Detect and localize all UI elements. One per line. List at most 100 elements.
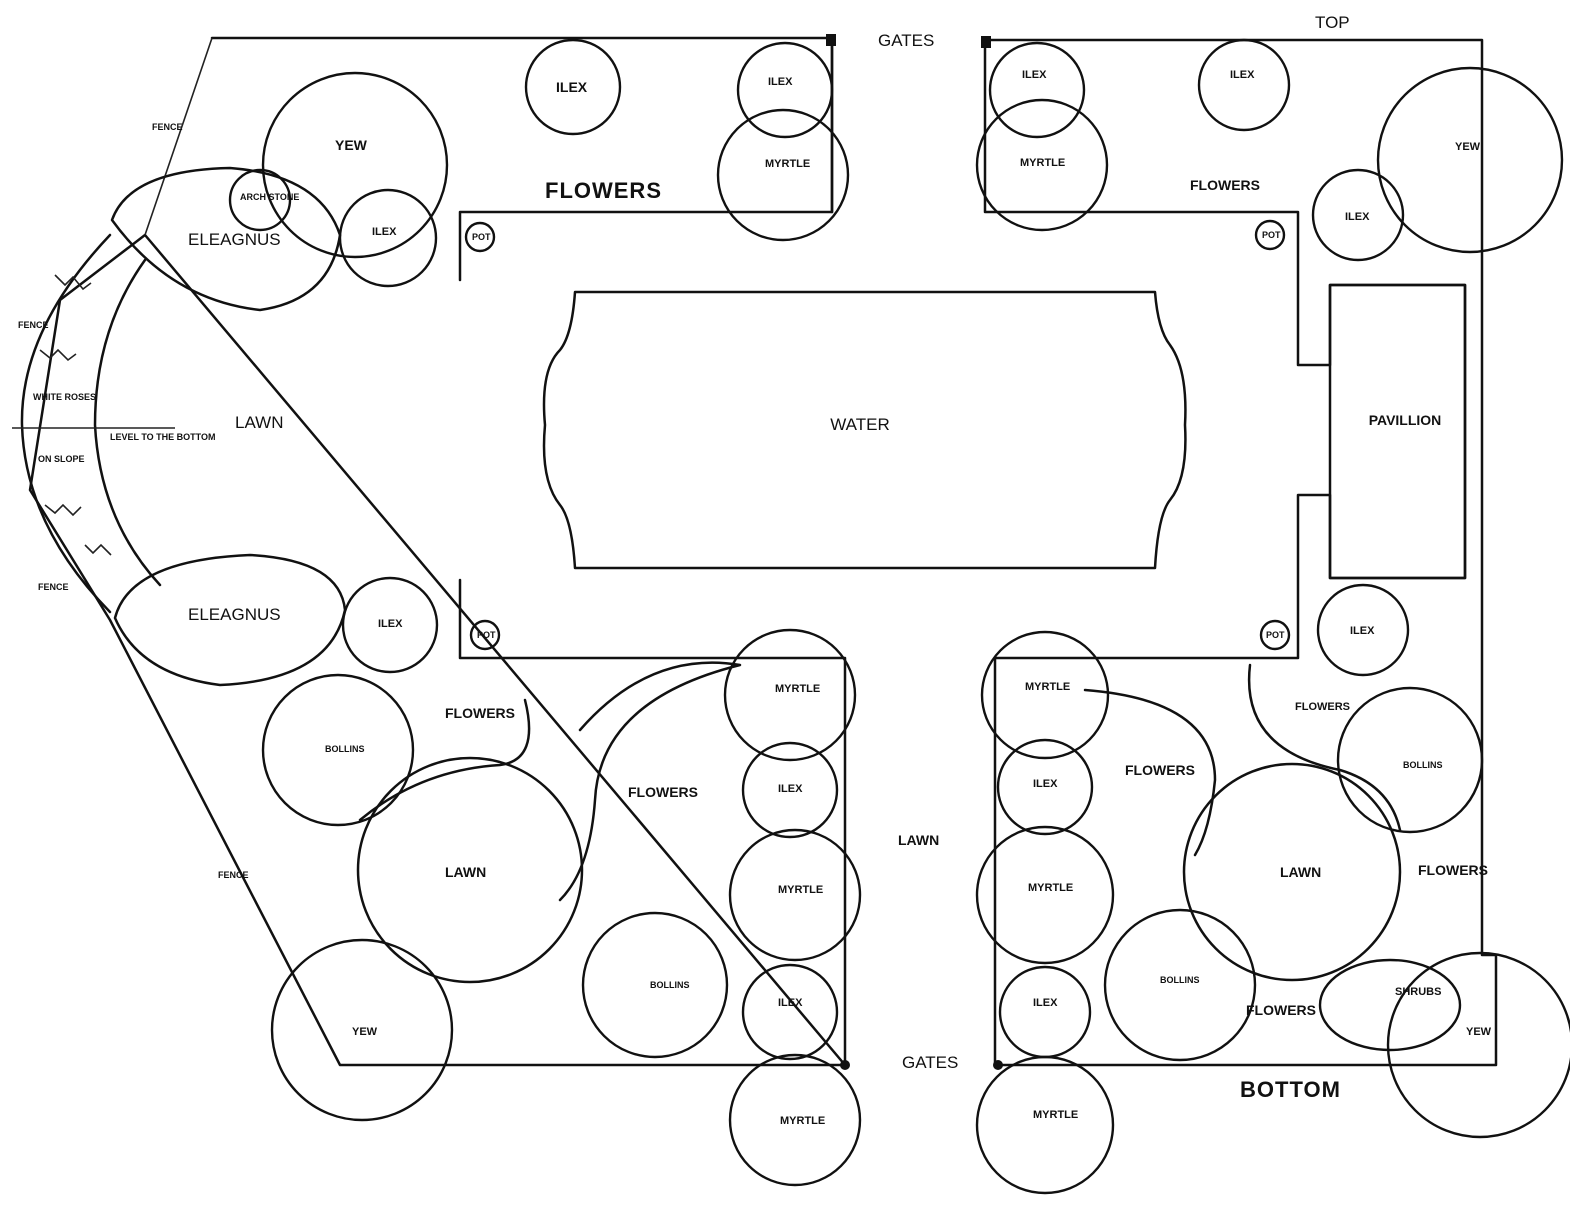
pavilion-label: PAVILLION (1369, 412, 1442, 428)
bottom-label: BOTTOM (1240, 1077, 1341, 1102)
ilex-label-1: ILEX (556, 79, 588, 95)
myrtle-6 (980, 630, 1110, 760)
lawn-br-label: LAWN (1280, 864, 1321, 880)
yew-tl-label: YEW (335, 137, 368, 153)
pot-label-1: POT (472, 232, 491, 242)
water-pool: WATER (542, 290, 1187, 570)
arch-stone (228, 168, 292, 232)
myrtle-5 (728, 1053, 862, 1187)
fence-label-3: FENCE (38, 582, 69, 592)
ilex-label-2: ILEX (768, 76, 793, 88)
ilex-label-7: ILEX (378, 618, 403, 630)
yew-bottom-left (270, 938, 454, 1122)
ilex-3 (338, 188, 438, 288)
ilex-label-12: ILEX (1033, 997, 1058, 1009)
water-label: WATER (830, 415, 890, 434)
ilex-9 (741, 741, 839, 839)
shrub-label-1: BOLLINS (325, 744, 365, 754)
shrubs-clump (1318, 958, 1462, 1052)
myrtle-4 (728, 828, 862, 962)
myrtle-label-7: MYRTLE (1028, 882, 1073, 894)
ilex-2 (736, 41, 834, 139)
flowers-top-left-label: FLOWERS (545, 178, 662, 203)
flowers-br1-label: FLOWERS (1125, 762, 1195, 778)
ilex-label-3: ILEX (372, 226, 397, 238)
gate-post-top-left (826, 34, 836, 46)
myrtle-label-1: MYRTLE (765, 158, 810, 170)
myrtle-label-5: MYRTLE (780, 1115, 825, 1127)
pot-top-right (1254, 219, 1286, 251)
flowers-br3-label: FLOWERS (1418, 862, 1488, 878)
yew-tr-label: YEW (1455, 141, 1481, 153)
shrub-label-2: BOLLINS (650, 980, 690, 990)
arch-stone-label: ARCH STONE (240, 192, 299, 202)
fence-label-1: FENCE (152, 122, 183, 132)
pot-label-2: POT (1262, 230, 1281, 240)
ilex-label-10: ILEX (778, 997, 803, 1009)
flowers-br2-label: FLOWERS (1295, 701, 1350, 713)
pot-label-3: POT (477, 630, 496, 640)
yew-top-right (1376, 66, 1564, 254)
rose-slope-path (12, 233, 175, 614)
yew-bottom-right (1386, 951, 1570, 1139)
ilex-label-9: ILEX (778, 783, 803, 795)
ilex-8 (1316, 583, 1410, 677)
gate-post-top-right (981, 36, 991, 48)
yew-br-label: YEW (1466, 1026, 1492, 1038)
gate-post-bottom-left (840, 1060, 850, 1070)
ilex-label-6: ILEX (1345, 211, 1370, 223)
shrub-1 (261, 673, 415, 827)
labels-layer: TOP BOTTOM GATES GATES FLOWERS FLOWERS F… (18, 13, 1492, 1127)
lawn-bl-label: LAWN (445, 864, 486, 880)
pot-bottom-right (1259, 619, 1291, 651)
ilex-label-4: ILEX (1022, 69, 1047, 81)
myrtle-label-8: MYRTLE (1033, 1109, 1078, 1121)
myrtle-label-4: MYRTLE (778, 884, 823, 896)
shrub-4 (1103, 908, 1257, 1062)
ilex-1 (524, 38, 622, 136)
pavilion: PAVILLION (1328, 283, 1467, 580)
flowers-bl1-label: FLOWERS (445, 705, 515, 721)
white-roses-label: WHITE ROSES (33, 392, 96, 402)
shrub-label-3: BOLLINS (1403, 760, 1443, 770)
lawn-beds (356, 661, 1402, 984)
eleagnus-bottom-label: ELEAGNUS (188, 605, 281, 624)
shrub-2 (581, 911, 729, 1059)
ilex-10 (741, 963, 839, 1061)
eleagnus-top-label: ELEAGNUS (188, 230, 281, 249)
lawn-left-label: LAWN (235, 413, 284, 432)
flowers-br4-label: FLOWERS (1246, 1002, 1316, 1018)
ilex-4 (988, 41, 1086, 139)
yew-top-left (261, 71, 449, 259)
ilex-label-5: ILEX (1230, 69, 1255, 81)
myrtle-7 (975, 825, 1115, 965)
myrtle-2 (975, 98, 1109, 232)
shrub-label-4: BOLLINS (1160, 975, 1200, 985)
fence-label-4: FENCE (218, 870, 249, 880)
ilex-11 (996, 738, 1094, 836)
pot-bottom-left (469, 619, 501, 651)
ilex-7 (341, 576, 439, 674)
gate-post-bottom-right (993, 1060, 1003, 1070)
plants-layer (228, 34, 1570, 1195)
myrtle-3 (723, 628, 857, 762)
gates-bottom-label: GATES (902, 1053, 958, 1072)
myrtle-label-3: MYRTLE (775, 683, 820, 695)
myrtle-8 (975, 1055, 1115, 1195)
pot-label-4: POT (1266, 630, 1285, 640)
gates-top-label: GATES (878, 31, 934, 50)
ilex-5 (1197, 38, 1291, 132)
fence-label-2: FENCE (18, 320, 49, 330)
myrtle-label-2: MYRTLE (1020, 157, 1065, 169)
myrtle-label-6: MYRTLE (1025, 681, 1070, 693)
flowers-top-right-label: FLOWERS (1190, 177, 1260, 193)
flowers-bl2-label: FLOWERS (628, 784, 698, 800)
ilex-6 (1311, 168, 1405, 262)
lawn-center-label: LAWN (898, 832, 939, 848)
shrub-3 (1336, 686, 1484, 834)
level-note-label: LEVEL TO THE BOTTOM (110, 432, 216, 442)
myrtle-1 (716, 108, 850, 242)
on-slope-label: ON SLOPE (38, 454, 85, 464)
yew-bl-label: YEW (352, 1026, 378, 1038)
